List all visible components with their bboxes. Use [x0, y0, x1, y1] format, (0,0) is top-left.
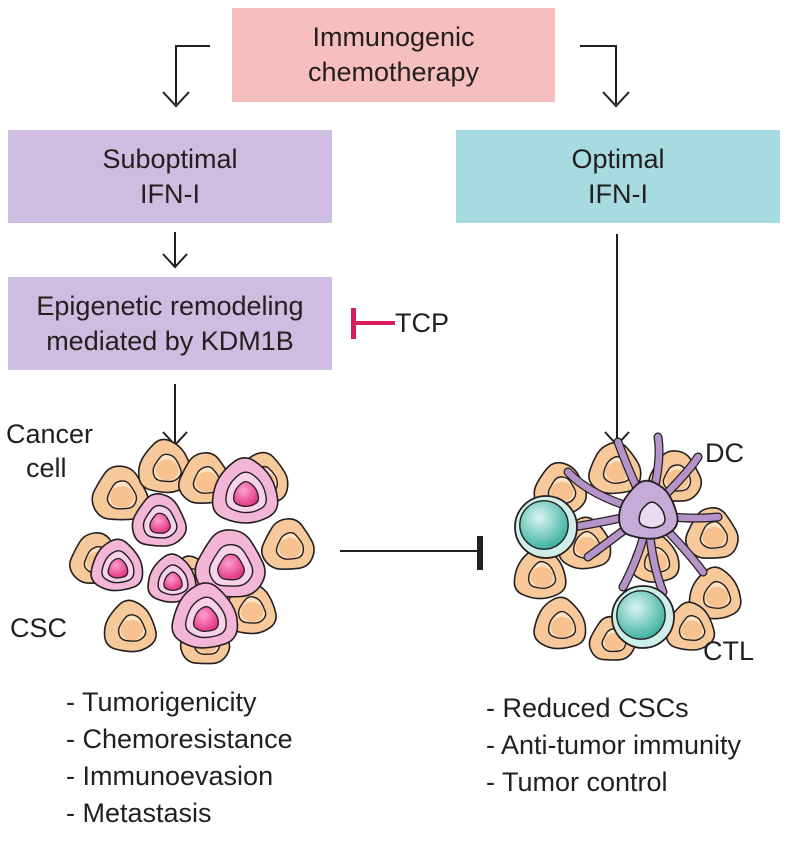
suboptimal-line1: Suboptimal: [102, 143, 238, 174]
top-box-line2: chemotherapy: [307, 57, 480, 87]
ctl-cell: [611, 585, 675, 649]
list-item: - Tumor control: [486, 767, 668, 797]
list-item: - Immunoevasion: [66, 761, 274, 791]
list-item: - Chemoresistance: [66, 724, 293, 754]
tcp-label: TCP: [395, 308, 449, 338]
csc-cell: [211, 457, 279, 524]
suboptimal-ifn-box: Suboptimal IFN-I: [8, 130, 332, 223]
cancer-cell-label-line1: Cancer: [6, 419, 94, 449]
epigenetic-line1: Epigenetic remodeling: [36, 290, 304, 321]
epigenetic-line2: mediated by KDM1B: [46, 325, 294, 356]
csc-cell: [131, 492, 187, 547]
list-item: - Metastasis: [66, 798, 212, 828]
cancer-cell: [665, 601, 716, 651]
tcp-inhibition-icon: [351, 308, 395, 339]
left-outcomes-list: - Tumorigenicity - Chemoresistance - Imm…: [66, 684, 293, 832]
epigenetic-remodeling-box: Epigenetic remodeling mediated by KDM1B: [8, 277, 332, 370]
inhibition-bar-icon: [477, 536, 483, 570]
csc-cell: [194, 529, 266, 598]
cancer-cell: [513, 546, 567, 600]
optimal-ifn-box: Optimal IFN-I: [456, 130, 780, 223]
tumor-immune-cluster: [513, 432, 742, 661]
csc-cell: [171, 582, 239, 649]
dc-label: DC: [705, 438, 744, 468]
cancer-cell: [91, 465, 149, 521]
cancer-cell-label-line2: cell: [26, 453, 67, 483]
ctl-label: CTL: [703, 636, 755, 666]
arrow-to-optimal: [580, 45, 617, 104]
cancer-cell: [533, 596, 587, 650]
ctl-cell: [514, 495, 578, 559]
top-box-line1: Immunogenic: [312, 22, 475, 52]
dc-cell: [563, 432, 723, 597]
list-item: - Tumorigenicity: [66, 687, 257, 717]
list-item: - Reduced CSCs: [486, 693, 689, 723]
csc-cell: [147, 553, 197, 603]
cancer-cell: [137, 438, 193, 494]
immunogenic-chemotherapy-box: Immunogenic chemotherapy: [232, 8, 555, 102]
cancer-cell: [103, 599, 157, 653]
list-item: - Anti-tumor immunity: [486, 730, 742, 760]
csc-cell: [90, 538, 144, 592]
cancer-cell-cluster: [68, 438, 315, 665]
right-outcomes-list: - Reduced CSCs - Anti-tumor immunity - T…: [486, 690, 741, 801]
arrow-to-suboptimal: [175, 45, 210, 104]
optimal-line2: IFN-I: [588, 178, 648, 209]
arrows: [162, 45, 630, 552]
cancer-cell: [260, 518, 315, 570]
suboptimal-line2: IFN-I: [140, 178, 200, 209]
csc-label: CSC: [10, 613, 68, 643]
optimal-line1: Optimal: [571, 143, 665, 174]
